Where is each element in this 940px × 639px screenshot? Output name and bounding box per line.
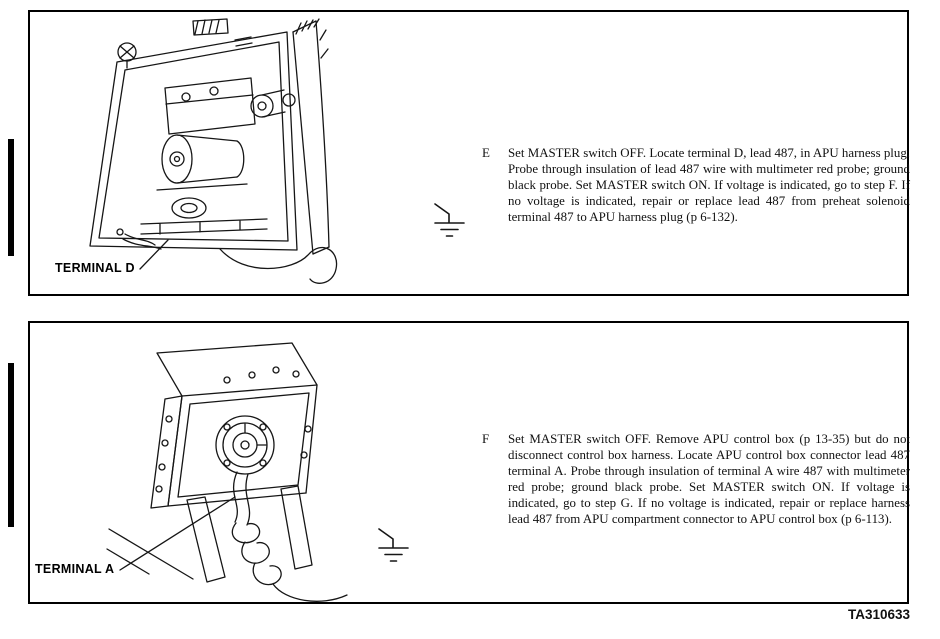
harness-wires [122,233,162,250]
terminal-a-leader-line [119,496,236,571]
apu-control-box-illustration [106,342,348,602]
ground-symbol-icon [434,203,465,237]
harness-cable [232,471,238,523]
apu-compartment-illustration [89,18,338,284]
step-text: Set MASTER switch OFF. Locate terminal D… [508,146,910,224]
step-text: Set MASTER switch OFF. Remove APU contro… [508,432,910,526]
step-e: E Set MASTER switch OFF. Locate terminal… [482,145,910,225]
step-letter: E [482,145,490,160]
control-box-top [156,342,318,397]
door-edge [292,31,314,255]
step-letter: F [482,431,490,446]
terminal-a-label: TERMINAL A [35,562,115,576]
procedure-panel-step-f: TERMINAL A F Set MASTER switch OFF. Remo… [28,321,910,604]
ground-symbol-icon [378,528,409,562]
compartment-outline [89,31,298,251]
step-f: F Set MASTER switch OFF. Remove APU cont… [482,431,910,527]
procedure-panel-step-e: TERMINAL D E Set MASTER switch OFF. Loca… [28,10,910,296]
control-box-connector [215,415,275,475]
terminal-d-label: TERMINAL D [55,261,135,275]
figure-number: TA310633 [847,607,910,622]
change-bar [8,139,14,256]
change-bar [8,363,14,527]
terminal-d-leader-line [139,239,169,270]
